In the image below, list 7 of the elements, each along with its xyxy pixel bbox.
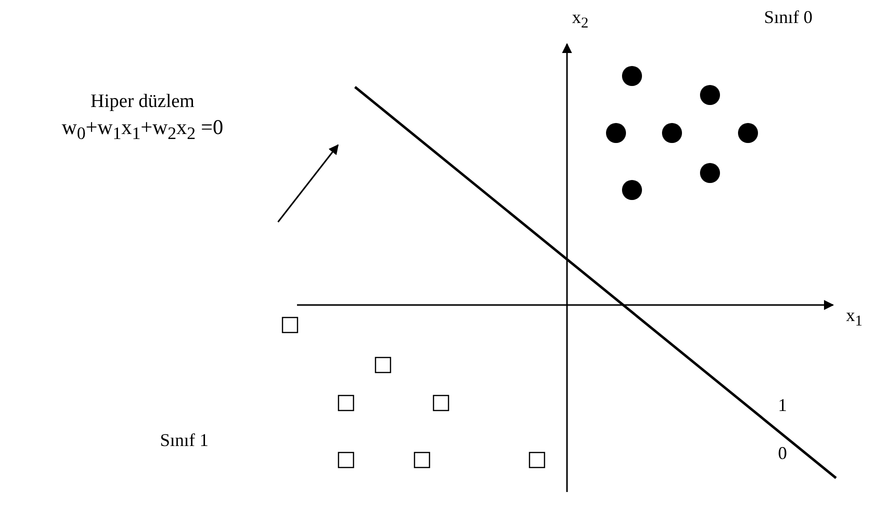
class-label: Sınıf 0 — [764, 8, 813, 28]
class-label: Sınıf 1 — [160, 431, 209, 451]
axis-label: x$_{2}$ — [572, 8, 588, 32]
side-label: 1 — [778, 396, 787, 416]
axis-label: x$_{1}$ — [846, 306, 862, 330]
hyperplane-label: Hiper düzlem w$_{0}$+w$_{1}$x$_{1}$+w$_{2}$x$_{2}$ =0 — [5, 90, 280, 145]
side-label: 0 — [778, 444, 787, 464]
